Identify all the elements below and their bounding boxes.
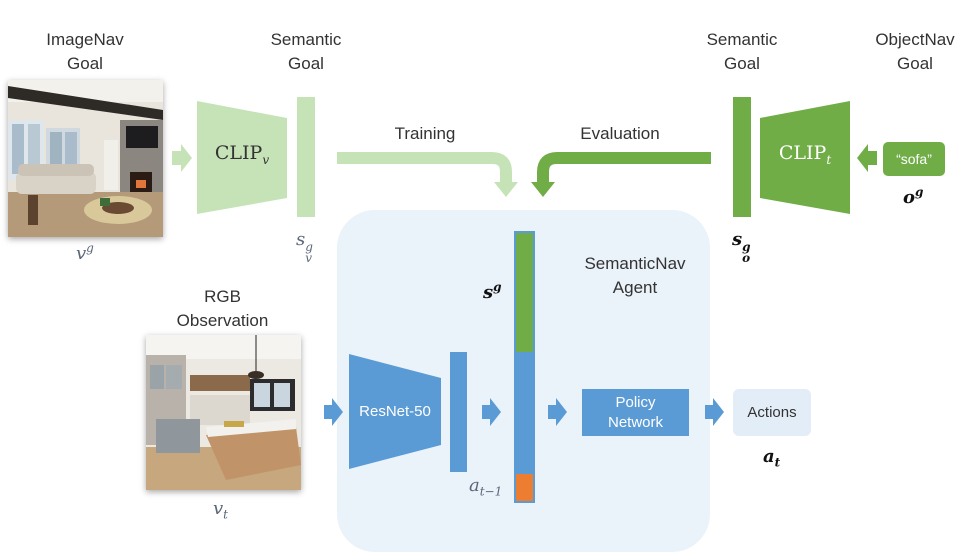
semantic-goal-right-line2: Goal: [724, 54, 760, 73]
resnet-label: ResNet-50: [359, 403, 431, 420]
goal-embedding-segment: [515, 232, 534, 352]
training-arrow: [337, 152, 512, 183]
objectnav-goal-line2: Goal: [897, 54, 933, 73]
semanticnav-agent-label: SemanticNav Agent: [565, 252, 705, 300]
semantic-goal-left-line2: Goal: [288, 54, 324, 73]
symbol-a-t: at: [763, 446, 780, 470]
clip-v-base: CLIP: [214, 142, 263, 164]
arrow-state-to-policy: [548, 398, 567, 426]
clip-t-label: CLIPt: [760, 142, 850, 167]
symbol-o-g-sup: g: [915, 185, 924, 199]
actions-label: Actions: [747, 403, 797, 421]
objectnav-goal-label: ObjectNav Goal: [850, 28, 973, 76]
arrow-feature-to-state: [482, 398, 501, 426]
symbol-s-g-base: s: [483, 282, 494, 303]
symbol-o-g-base: o: [903, 187, 916, 208]
symbol-s-g: sg: [483, 280, 502, 303]
rgb-observation-image: [146, 335, 301, 490]
arrow-image-to-clip: [172, 144, 192, 172]
living-room-illustration: [8, 80, 163, 237]
symbol-a-t-minus-1: at−1: [469, 475, 502, 499]
evaluation-arrowhead: [531, 182, 555, 197]
symbol-v-g-base: v: [76, 243, 87, 264]
symbol-s-o-g-base: s: [732, 229, 743, 250]
clip-v-sub: v: [262, 152, 270, 167]
symbol-s-o-g-sup: g: [742, 240, 751, 254]
resnet-encoder: [349, 354, 441, 469]
objectnav-goal-line1: ObjectNav: [875, 30, 955, 49]
imagenav-goal-label: ImageNav Goal: [20, 28, 150, 76]
symbol-v-g-sup: g: [86, 241, 94, 255]
clip-t-base: CLIP: [778, 142, 827, 164]
rgb-observation-line1: RGB: [204, 287, 241, 306]
symbol-s-v-g-sub: v: [305, 251, 313, 265]
symbol-v-t-base: v: [213, 498, 224, 519]
evaluation-label: Evaluation: [580, 124, 660, 143]
symbol-v-g: vg: [76, 241, 94, 264]
visual-embedding-segment: [515, 352, 534, 474]
clip-t-sub: t: [826, 152, 832, 167]
sofa-box: [883, 142, 945, 176]
semantic-goal-right-line1: Semantic: [706, 30, 778, 49]
policy-network-box: [582, 389, 689, 436]
rgb-observation-line2: Observation: [176, 311, 269, 330]
semantic-goal-right-label: Semantic Goal: [677, 28, 807, 76]
symbol-s-v-g-sup: g: [305, 240, 313, 254]
rgb-observation-label: RGB Observation: [150, 285, 295, 333]
imagenav-goal-image: [8, 80, 163, 237]
imagenav-goal-line2: Goal: [67, 54, 103, 73]
symbol-a-t-base: a: [763, 446, 775, 467]
training-label: Training: [394, 124, 456, 143]
symbol-a-t-minus-1-base: a: [469, 475, 480, 496]
semantic-goal-vector-o: [733, 97, 751, 217]
semantic-goal-vector-v: [297, 97, 315, 217]
agent-line2: Agent: [612, 278, 658, 297]
policy-line2: Network: [607, 413, 663, 431]
sofa-label: “sofa”: [896, 151, 932, 167]
policy-line1: Policy: [615, 393, 656, 411]
arrow-policy-to-actions: [705, 398, 724, 426]
policy-network-label: Policy Network: [582, 389, 689, 436]
visual-feature-vector: [450, 352, 467, 472]
symbol-o-g: og: [903, 185, 923, 208]
kitchen-illustration: [146, 335, 301, 490]
training-arrowhead: [494, 182, 518, 197]
symbol-s-g-sup: g: [493, 280, 502, 294]
evaluation-arrow: [537, 152, 711, 183]
symbol-s-o-g-sub: o: [742, 251, 751, 265]
clip-v-encoder: [197, 101, 287, 214]
arrow-rgb-to-resnet: [324, 398, 343, 426]
imagenav-goal-line1: ImageNav: [46, 30, 124, 49]
arrow-sofa-to-clip: [857, 144, 877, 172]
agent-line1: SemanticNav: [584, 254, 686, 273]
symbol-a-t-minus-1-sub: t−1: [479, 484, 503, 499]
semantic-goal-left-label: Semantic Goal: [241, 28, 371, 76]
clip-t-encoder: [760, 101, 850, 214]
clip-v-label: CLIPv: [197, 142, 287, 167]
symbol-a-t-sub: t: [774, 455, 781, 470]
actions-box: [733, 389, 811, 436]
semantic-goal-left-line1: Semantic: [270, 30, 342, 49]
previous-action-segment: [515, 474, 534, 502]
symbol-s-v-g-base: s: [296, 229, 306, 250]
symbol-v-t-sub: t: [223, 507, 228, 522]
state-vector-outline: [514, 231, 535, 503]
symbol-v-t: vt: [213, 498, 228, 522]
